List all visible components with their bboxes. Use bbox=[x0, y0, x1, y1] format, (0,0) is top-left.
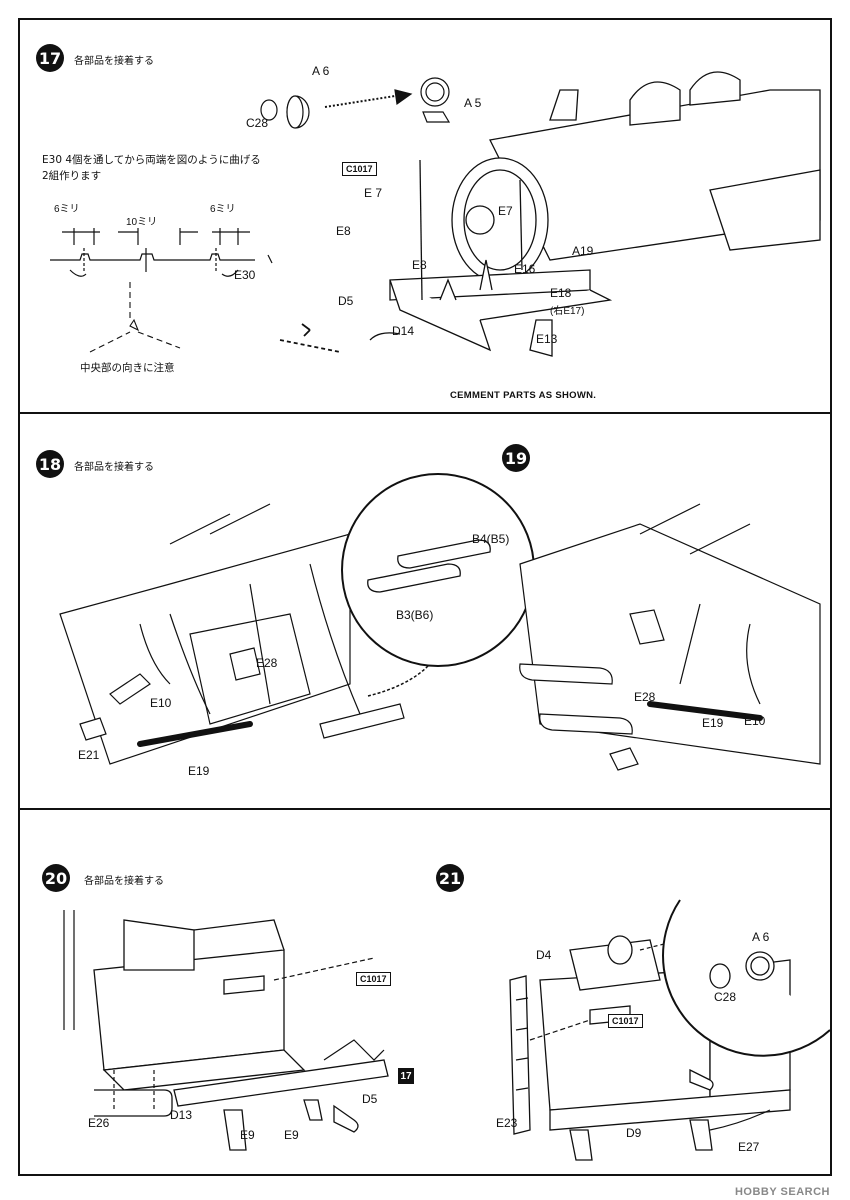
part-label: D13 bbox=[170, 1108, 193, 1122]
part-label: E26 bbox=[88, 1116, 110, 1130]
caption: CEMMENT PARTS AS SHOWN. bbox=[450, 390, 597, 401]
left-side-illustration bbox=[59, 503, 405, 765]
part-label: D5 bbox=[362, 1092, 378, 1106]
dim-left: 6ミリ bbox=[54, 204, 80, 215]
part-label: D9 bbox=[626, 1126, 642, 1140]
part-label: D14 bbox=[392, 324, 415, 338]
part-label: E19 bbox=[702, 716, 724, 730]
part-label: E10 bbox=[150, 696, 172, 710]
dim-right: 6ミリ bbox=[210, 204, 236, 215]
part-label: C28 bbox=[246, 116, 269, 130]
tender-rear-illustration bbox=[63, 910, 389, 1151]
part-label: E13 bbox=[536, 332, 558, 346]
detail-circle bbox=[662, 899, 831, 1057]
part-label: E28 bbox=[634, 690, 656, 704]
assembly-note: E30 4個を通してから両端を図のように曲げる 2組作ります bbox=[42, 152, 261, 184]
step-18-19-panel: 18 各部品を接着する 19 E10 E21 E28 bbox=[20, 414, 830, 810]
watermark: HOBBY SEARCH bbox=[734, 1186, 830, 1198]
step-number: 19 bbox=[502, 444, 530, 472]
step-number: 20 bbox=[42, 864, 70, 892]
part-label: C28 bbox=[714, 990, 737, 1004]
part-label: E9 bbox=[240, 1128, 255, 1142]
step-number: 18 bbox=[36, 450, 64, 478]
part-label: E18 bbox=[550, 286, 572, 300]
step-number: 17 bbox=[36, 44, 64, 72]
part-label: E7 bbox=[498, 204, 513, 218]
part-label: B3(B6) bbox=[396, 608, 434, 622]
part-label: E27 bbox=[738, 1140, 760, 1154]
note-line: 2組作ります bbox=[42, 170, 102, 182]
part-label: E 7 bbox=[364, 186, 383, 200]
part-label: A 6 bbox=[312, 64, 330, 78]
center-orientation-sketch bbox=[89, 282, 181, 353]
part-label: E8 bbox=[412, 258, 427, 272]
part-label: E30 bbox=[234, 268, 256, 282]
step-title: 各部品を接着する bbox=[74, 56, 154, 67]
step-title: 各部品を接着する bbox=[74, 462, 154, 473]
part-label: D4 bbox=[536, 948, 552, 962]
step-reference-badge: 17 bbox=[398, 1068, 414, 1084]
number-plate: C1017 bbox=[342, 162, 377, 176]
note-line: E30 4個を通してから両端を図のように曲げる bbox=[42, 154, 261, 166]
number-plate: C1017 bbox=[608, 1014, 643, 1028]
part-label: B4(B5) bbox=[472, 532, 510, 546]
part-label: E21 bbox=[78, 748, 100, 762]
part-label: D5 bbox=[338, 294, 354, 308]
step-number: 21 bbox=[436, 864, 464, 892]
railing-dimension-diagram bbox=[50, 228, 273, 277]
instruction-sheet: 17 各部品を接着する E30 4個を通してから両端を図のように曲げる 2組作り… bbox=[18, 18, 832, 1176]
part-label: A 6 bbox=[752, 930, 770, 944]
part-label: E28 bbox=[256, 656, 278, 670]
right-side-illustration bbox=[519, 503, 821, 771]
headlight-parts bbox=[260, 77, 451, 129]
part-label: E16 bbox=[514, 262, 536, 276]
part-label: A 5 bbox=[464, 96, 482, 110]
step-title: 各部品を接着する bbox=[84, 876, 164, 887]
part-label: E19 bbox=[188, 764, 210, 778]
dim-mid: 10ミリ bbox=[126, 217, 158, 228]
center-note: 中央部の向きに注意 bbox=[80, 362, 175, 374]
part-label: E10 bbox=[744, 714, 766, 728]
number-plate: C1017 bbox=[356, 972, 391, 986]
part-label: E23 bbox=[496, 1116, 518, 1130]
step-17-panel: 17 各部品を接着する E30 4個を通してから両端を図のように曲げる 2組作り… bbox=[20, 20, 830, 414]
part-label: E9 bbox=[284, 1128, 299, 1142]
step-20-21-panel: 20 各部品を接着する 21 bbox=[20, 810, 831, 1176]
part-label: E8 bbox=[336, 224, 351, 238]
locomotive-front-illustration bbox=[279, 71, 821, 357]
part-label-note: (右E17) bbox=[550, 306, 585, 317]
part-label: A19 bbox=[572, 244, 594, 258]
detail-circle bbox=[341, 473, 535, 697]
